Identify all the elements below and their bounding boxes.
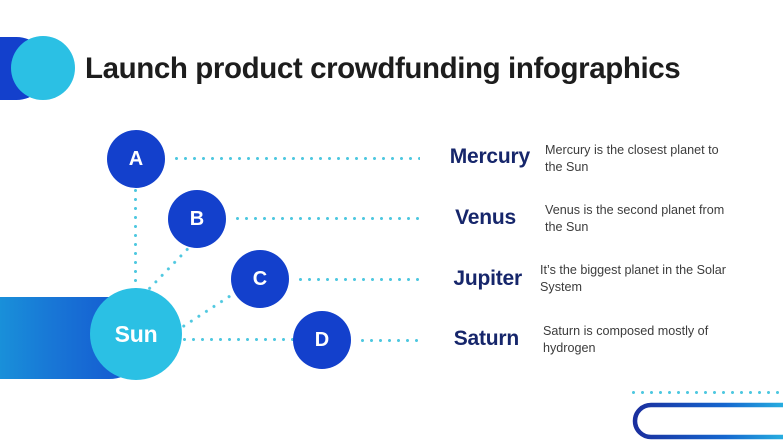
planet-name-venus: Venus [455,206,516,229]
planet-name-jupiter: Jupiter [453,267,522,290]
node-circle-b[interactable]: B [168,190,226,248]
top-left-circle-decoration [11,36,75,100]
node-label-c: C [252,267,268,290]
sun-hub-node[interactable]: Sun [90,288,182,380]
page-title: Launch product crowdfunding infographics [85,52,681,85]
node-label-d: D [314,328,330,351]
node-circle-d[interactable]: D [293,311,351,369]
planet-description-mercury: Mercury is the closest planet to the Sun [545,143,719,174]
node-label-a: A [128,147,144,170]
connector-node-d-to-label [358,339,420,342]
connector-spine-vertical [134,186,137,304]
connector-node-b-to-label [233,217,420,220]
planet-description-jupiter: It’s the biggest planet in the Solar Sys… [540,263,726,294]
node-circle-a[interactable]: A [107,130,165,188]
planet-description-venus: Venus is the second planet from the Sun [545,203,725,234]
planet-name-saturn: Saturn [453,327,520,350]
connector-node-a-to-label [172,157,420,160]
connector-node-c-to-label [296,278,420,281]
bottom-right-u-shape-decoration [632,402,783,440]
planet-description-saturn: Saturn is composed mostly of hydrogen [543,324,709,355]
bottom-right-dotted-decoration [629,391,783,394]
sun-hub-label: Sun [114,320,158,347]
node-label-b: B [189,207,205,230]
planet-name-mercury: Mercury [449,145,531,168]
node-circle-c[interactable]: C [231,250,289,308]
connector-sun-to-node-d [180,338,295,341]
